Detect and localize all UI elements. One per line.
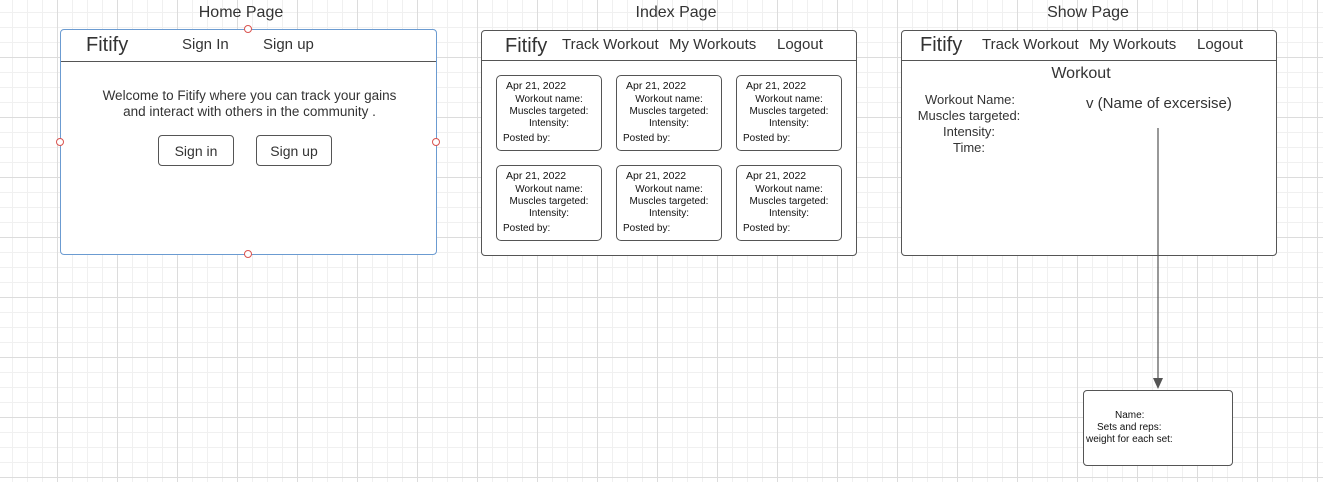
resize-handle-left[interactable] [56,138,64,146]
card-intensity: Intensity: [768,208,810,219]
card-muscles: Muscles targeted: [509,196,589,207]
card-posted-by: Posted by: [503,133,551,144]
card-workout-name: Workout name: [755,94,823,105]
card-muscles: Muscles targeted: [629,196,709,207]
show-muscles-label: Muscles targeted: [917,108,1021,123]
workout-card[interactable]: Apr 21, 2022 Workout name: Muscles targe… [496,165,602,241]
resize-handle-top[interactable] [244,25,252,33]
card-intensity: Intensity: [648,118,690,129]
card-date: Apr 21, 2022 [506,170,567,182]
card-workout-name: Workout name: [755,184,823,195]
index-nav-logout[interactable]: Logout [777,36,823,53]
resize-handle-bottom[interactable] [244,250,252,258]
index-nav-my-workouts[interactable]: My Workouts [669,36,757,53]
card-date: Apr 21, 2022 [746,170,807,182]
show-nav-logout[interactable]: Logout [1197,36,1243,53]
card-posted-by: Posted by: [503,223,551,234]
show-nav-track-workout[interactable]: Track Workout [982,36,1079,53]
home-sign-up-button[interactable]: Sign up [256,135,332,166]
index-page-label: Index Page [635,4,717,21]
index-brand-logo: Fitify [505,35,548,57]
show-page-label: Show Page [1047,4,1129,21]
card-workout-name: Workout name: [515,94,583,105]
show-intensity-label: Intensity: [942,124,996,139]
card-date: Apr 21, 2022 [626,170,687,182]
card-posted-by: Posted by: [743,133,791,144]
exercise-name-label: Name: [1115,410,1145,421]
card-intensity: Intensity: [528,118,570,129]
resize-handle-right[interactable] [432,138,440,146]
workout-card[interactable]: Apr 21, 2022 Workout name: Muscles targe… [616,75,722,151]
card-date: Apr 21, 2022 [746,80,807,92]
home-page-label: Home Page [198,4,284,21]
index-nav-track-workout[interactable]: Track Workout [562,36,659,53]
workout-card[interactable]: Apr 21, 2022 Workout name: Muscles targe… [496,75,602,151]
show-workout-name-label: Workout Name: [924,92,1016,107]
home-brand-logo: Fitify [86,34,129,56]
exercise-detail-box[interactable]: Name: Sets and reps: weight for each set… [1083,390,1233,466]
exercise-weight-label: weight for each set: [1086,434,1173,445]
workout-card[interactable]: Apr 21, 2022 Workout name: Muscles targe… [616,165,722,241]
exercise-name-dropdown[interactable]: v (Name of excersise) [1086,95,1232,112]
card-date: Apr 21, 2022 [506,80,567,92]
exercise-sets-label: Sets and reps: [1097,422,1162,433]
show-workout-title: Workout [1051,65,1111,82]
show-time-label: Time: [952,140,986,155]
home-nav-sign-in[interactable]: Sign In [182,36,229,53]
card-workout-name: Workout name: [635,94,703,105]
card-muscles: Muscles targeted: [509,106,589,117]
home-nav-sign-up[interactable]: Sign up [263,36,314,53]
show-brand-logo: Fitify [920,34,963,56]
card-posted-by: Posted by: [623,133,671,144]
workout-card[interactable]: Apr 21, 2022 Workout name: Muscles targe… [736,165,842,241]
card-intensity: Intensity: [648,208,690,219]
card-muscles: Muscles targeted: [749,196,829,207]
index-page-frame[interactable]: Fitify Track Workout My Workouts Logout … [481,30,857,256]
show-nav-my-workouts[interactable]: My Workouts [1089,36,1177,53]
home-sign-in-button[interactable]: Sign in [158,135,234,166]
card-workout-name: Workout name: [515,184,583,195]
home-page-frame[interactable]: Fitify Sign In Sign up Welcome to Fitify… [60,29,437,255]
card-workout-name: Workout name: [635,184,703,195]
card-posted-by: Posted by: [623,223,671,234]
welcome-text-line-2: and interact with others in the communit… [123,104,376,119]
card-date: Apr 21, 2022 [626,80,687,92]
welcome-text-line-1: Welcome to Fitify where you can track yo… [102,88,397,103]
workout-card[interactable]: Apr 21, 2022 Workout name: Muscles targe… [736,75,842,151]
card-muscles: Muscles targeted: [629,106,709,117]
card-muscles: Muscles targeted: [749,106,829,117]
card-intensity: Intensity: [528,208,570,219]
show-page-frame[interactable]: Fitify Track Workout My Workouts Logout … [901,30,1277,256]
card-intensity: Intensity: [768,118,810,129]
card-posted-by: Posted by: [743,223,791,234]
